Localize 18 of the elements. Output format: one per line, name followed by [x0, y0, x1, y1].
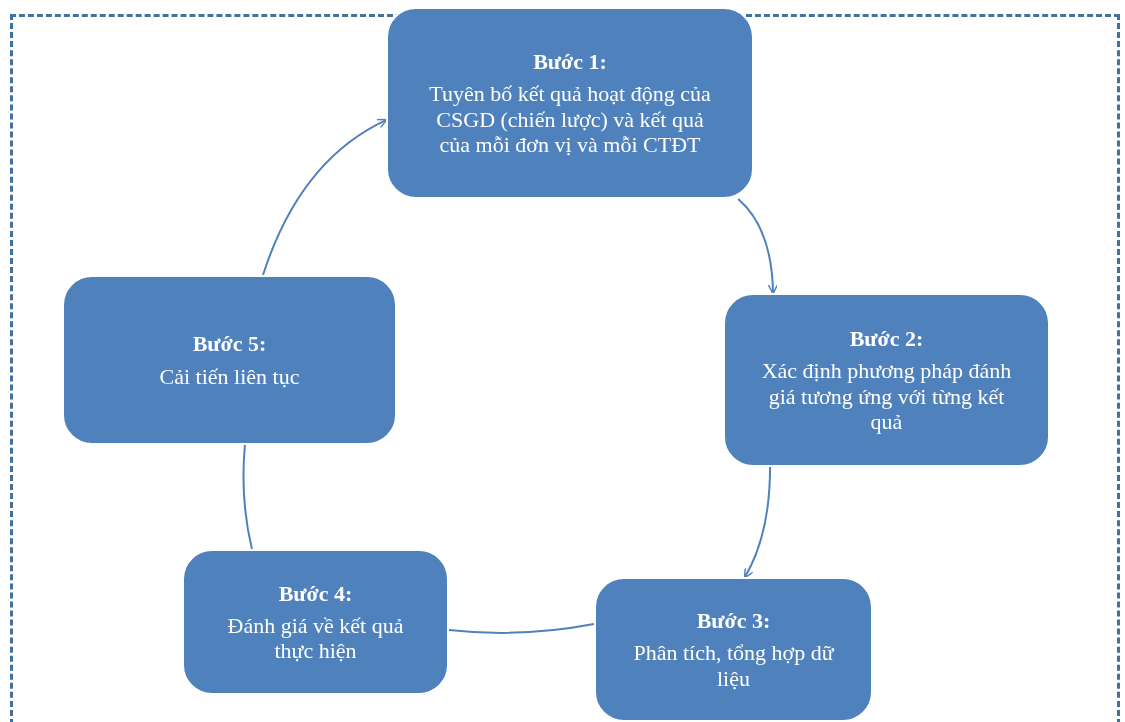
- step-box: [386, 7, 754, 199]
- step-heading: Bước 4:: [278, 580, 353, 607]
- step-description: Xác định phương pháp đánh giá tương ứng với từng kết quả: [760, 358, 1013, 435]
- arrow: [737, 198, 778, 295]
- step-heading: Bước 5:: [192, 331, 267, 358]
- step-heading: Bước 2:: [849, 325, 924, 353]
- step-description: Phân tích, tổng hợp dữ liệu: [632, 640, 836, 691]
- step-box: [62, 275, 397, 445]
- step-box: [182, 549, 449, 695]
- step-heading: Bước 1:: [533, 48, 607, 76]
- step-description: Cải tiến liên tục: [159, 363, 300, 389]
- step-description: Tuyên bố kết quả hoạt động của CSGD (chiến lược) và kết quả của mỗi đơn vị và mỗi CTĐT: [428, 81, 712, 158]
- step-description: Đánh giá về kết quả thực hiện: [226, 612, 405, 664]
- step-heading: Bước 3:: [696, 608, 771, 635]
- step-box: [594, 577, 873, 722]
- arrow: [262, 118, 388, 276]
- step-box: [723, 293, 1050, 467]
- arrow: [743, 466, 772, 579]
